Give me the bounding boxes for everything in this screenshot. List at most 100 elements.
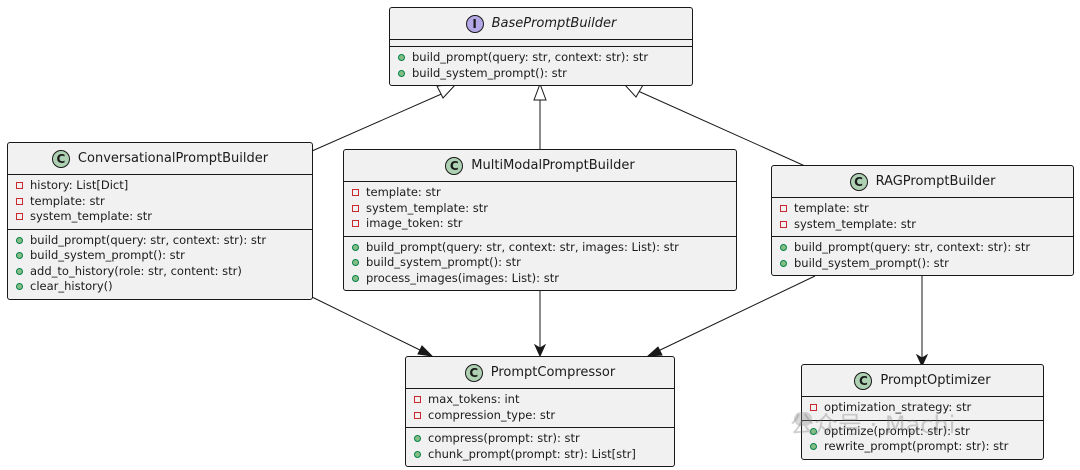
edge-rag-to-base (637, 90, 806, 167)
attribute-text: image_token: str (366, 216, 463, 230)
class-header: C MultiModalPromptBuilder (344, 150, 736, 181)
method-row: rewrite_prompt(prompt: str): str (809, 439, 1043, 455)
class-box-multimodal-prompt-builder[interactable]: C MultiModalPromptBuilder template: str … (343, 149, 737, 291)
public-visibility-icon (810, 427, 817, 435)
method-row: build_system_prompt(): str (351, 255, 736, 271)
method-text: build_prompt(query: str, context: str): … (412, 50, 649, 64)
method-text: build_system_prompt(): str (794, 255, 949, 270)
attribute-text: system_template: str (794, 216, 916, 231)
class-box-base-prompt-builder[interactable]: I BasePromptBuilder build_prompt(query: … (389, 7, 693, 86)
class-name: ConversationalPromptBuilder (77, 151, 269, 166)
attribute-row: template: str (351, 185, 736, 201)
attributes-section (390, 39, 692, 46)
private-visibility-icon (810, 404, 817, 412)
public-visibility-icon (352, 259, 359, 267)
attribute-text: max_tokens: int (428, 392, 520, 406)
attribute-text: template: str (794, 201, 869, 215)
class-badge-icon: C (849, 172, 868, 191)
method-row: add_to_history(role: str, content: str) (15, 264, 312, 280)
arrow-rag-comp (646, 346, 663, 357)
attribute-text: system_template: str (366, 200, 488, 215)
methods-section: build_prompt(query: str, context: str): … (390, 46, 692, 85)
methods-section: optimize(prompt: str): str rewrite_promp… (802, 419, 1043, 459)
method-row: build_system_prompt(): str (15, 248, 312, 264)
class-box-conversational-prompt-builder[interactable]: C ConversationalPromptBuilder history: L… (7, 142, 313, 300)
hollow-triangle-multi (533, 82, 547, 101)
method-row: build_prompt(query: str, context: str): … (15, 233, 312, 249)
method-text: process_images(images: List): str (366, 270, 559, 285)
hollow-triangle-conv (436, 83, 458, 99)
methods-section: build_prompt(query: str, context: str): … (8, 228, 312, 299)
public-visibility-icon (16, 283, 23, 291)
class-name: BasePromptBuilder (491, 16, 617, 31)
methods-section: compress(prompt: str): str chunk_prompt(… (406, 427, 674, 466)
public-visibility-icon (810, 443, 817, 451)
inheritance-edges (311, 90, 806, 167)
attributes-section: template: str system_template: str image… (344, 181, 736, 236)
arrow-multi-comp (533, 343, 547, 358)
watermark-text: 公众号 · Machi (790, 411, 956, 439)
class-box-rag-prompt-builder[interactable]: C RAGPromptBuilder template: str system_… (771, 165, 1074, 276)
private-visibility-icon (16, 197, 23, 205)
method-row: build_prompt(query: str, context: str, i… (351, 240, 736, 256)
private-visibility-icon (780, 205, 787, 213)
method-row: optimize(prompt: str): str (809, 424, 1043, 440)
attribute-row: max_tokens: int (413, 392, 674, 408)
method-text: build_prompt(query: str, context: str): … (30, 232, 267, 247)
public-visibility-icon (414, 450, 421, 458)
attribute-text: system_template: str (30, 209, 152, 223)
method-row: chunk_prompt(prompt: str): List[str] (413, 447, 674, 463)
class-name: MultiModalPromptBuilder (471, 158, 635, 173)
method-row: build_prompt(query: str, context: str): … (397, 50, 692, 66)
edge-rag-to-comp (655, 275, 816, 353)
private-visibility-icon (414, 411, 421, 419)
public-visibility-icon (414, 435, 421, 443)
methods-section: build_prompt(query: str, context: str, i… (344, 235, 736, 291)
method-text: add_to_history(role: str, content: str) (30, 263, 242, 278)
attribute-text: template: str (30, 193, 105, 208)
attribute-row: optimization_strategy: str (809, 400, 1043, 416)
method-text: build_prompt(query: str, context: str, i… (366, 239, 679, 254)
interface-badge-icon: I (465, 14, 484, 33)
method-text: build_system_prompt(): str (366, 255, 521, 269)
public-visibility-icon (780, 244, 787, 252)
public-visibility-icon (398, 54, 405, 62)
method-row: compress(prompt: str): str (413, 431, 674, 447)
methods-section: build_prompt(query: str, context: str): … (772, 236, 1073, 275)
watermark-logo-icon (794, 412, 812, 426)
method-row: build_system_prompt(): str (397, 66, 692, 82)
method-text: build_prompt(query: str, context: str): … (794, 240, 1031, 254)
public-visibility-icon (16, 252, 23, 260)
private-visibility-icon (16, 182, 23, 190)
class-header: C RAGPromptBuilder (772, 166, 1073, 197)
attributes-section: history: List[Dict] template: str system… (8, 174, 312, 229)
class-badge-icon: C (854, 371, 873, 390)
private-visibility-icon (414, 396, 421, 404)
attribute-text: history: List[Dict] (30, 178, 129, 192)
attribute-text: compression_type: str (428, 407, 556, 422)
method-row: process_images(images: List): str (351, 271, 736, 287)
attribute-row: compression_type: str (413, 408, 674, 424)
method-text: chunk_prompt(prompt: str): List[str] (428, 446, 636, 461)
class-badge-icon: C (464, 363, 483, 382)
class-header: C PromptCompressor (406, 357, 674, 388)
public-visibility-icon (16, 236, 23, 244)
class-box-prompt-optimizer[interactable]: C PromptOptimizer optimization_strategy:… (801, 364, 1044, 460)
class-name: PromptCompressor (490, 365, 616, 380)
class-badge-icon: C (445, 156, 464, 175)
method-text: build_system_prompt(): str (412, 65, 567, 80)
public-visibility-icon (16, 267, 23, 275)
class-badge-icon: C (51, 149, 70, 168)
attribute-row: system_template: str (779, 217, 1073, 233)
attribute-row: history: List[Dict] (15, 178, 312, 194)
attribute-row: system_template: str (15, 209, 312, 225)
private-visibility-icon (352, 189, 359, 197)
edge-conv-to-comp (311, 296, 425, 353)
arrow-rag-opt (915, 353, 929, 368)
public-visibility-icon (352, 243, 359, 251)
private-visibility-icon (780, 220, 787, 228)
inheritance-arrowheads (436, 82, 644, 101)
edge-conv-to-base (311, 91, 447, 152)
class-box-prompt-compressor[interactable]: C PromptCompressor max_tokens: int compr… (405, 356, 675, 467)
